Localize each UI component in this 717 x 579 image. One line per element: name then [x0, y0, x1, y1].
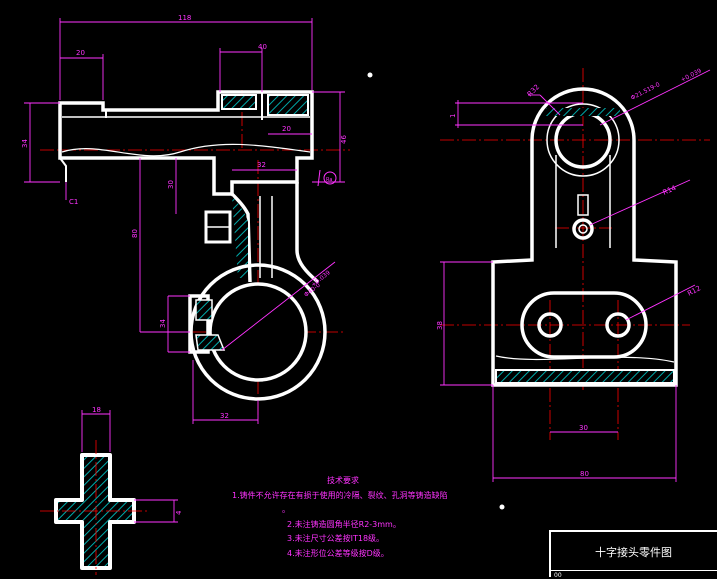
dim-38: 38 — [436, 321, 444, 330]
dim-d1: 1 — [449, 114, 457, 118]
side-base-hatch — [495, 369, 675, 384]
section-dimension-lines — [81, 410, 178, 523]
side-view: R32 1 Φ21.519-0 +0.039 R14 38 R12 30 80 — [436, 67, 711, 482]
part-name: 十字接头零件图 — [595, 546, 672, 559]
dim-r14: R14 — [662, 184, 678, 197]
dim-side-30: 30 — [579, 424, 588, 432]
notes-title: 技术要求 — [327, 476, 359, 485]
side-body — [491, 87, 678, 387]
note-line-4: 3.未注尺寸公差按IT18级。 — [287, 534, 385, 543]
front-hatch-b — [267, 94, 309, 116]
dim-r32: R32 — [526, 83, 541, 98]
dim-118: 118 — [178, 14, 191, 22]
dim-20b: 20 — [282, 125, 291, 133]
technical-requirements: 技术要求 1.铸件不允许存在有损于使用的冷隔、裂纹、孔洞等铸造缺陷 。 2.未注… — [232, 474, 448, 561]
front-top-bar — [58, 90, 314, 196]
dim-80: 80 — [131, 229, 139, 238]
dim-ra: Ra — [326, 177, 332, 183]
title-block-divider — [551, 570, 717, 571]
dim-32b: 32 — [220, 412, 229, 420]
dim-32: 32 — [257, 161, 266, 169]
note-line-1: 1.铸件不允许存在有损于使用的冷隔、裂纹、孔洞等铸造缺陷 — [232, 490, 448, 500]
roughness-symbol-icon — [323, 171, 337, 185]
dim-c1: C1 — [69, 198, 78, 206]
dim-30: 30 — [167, 180, 175, 189]
front-center-lines — [40, 90, 350, 415]
cross-section-shape — [54, 453, 136, 570]
dim-side-tol: Φ21.519-0 — [630, 81, 662, 102]
front-dimension-lines — [24, 18, 345, 424]
note-line-3: 2.未注铸造圆角半径R2-3mm。 — [287, 519, 401, 529]
cross-section: 18 4 — [40, 406, 183, 575]
dim-r12: R12 — [686, 284, 702, 298]
dim-4: 4 — [175, 510, 183, 515]
title-block: 十字接头零件图 00 — [549, 530, 717, 579]
dim-20: 20 — [76, 49, 85, 57]
note-line-5: 4.未注形位公差等级按D级。 — [287, 548, 389, 558]
side-wavy-break — [495, 355, 675, 363]
front-wavy-break — [61, 143, 311, 157]
front-view: 118 20 40 20 34 46 32 30 80 34 32 C1 Ra … — [21, 14, 350, 424]
dim-46: 46 — [340, 135, 348, 144]
dim-40: 40 — [258, 43, 267, 51]
dim-side-80: 80 — [580, 470, 589, 478]
title-block-cell: 00 — [554, 572, 562, 579]
dim-18: 18 — [92, 406, 101, 414]
side-dimension-lines — [440, 69, 711, 482]
side-top-hatch — [546, 108, 620, 116]
front-hatch-a — [221, 94, 257, 110]
dim-34b: 34 — [159, 319, 167, 328]
front-ring — [188, 263, 327, 401]
note-line-2: 。 — [282, 505, 290, 514]
dim-34: 34 — [21, 139, 29, 148]
front-stem-hatch — [232, 196, 248, 278]
